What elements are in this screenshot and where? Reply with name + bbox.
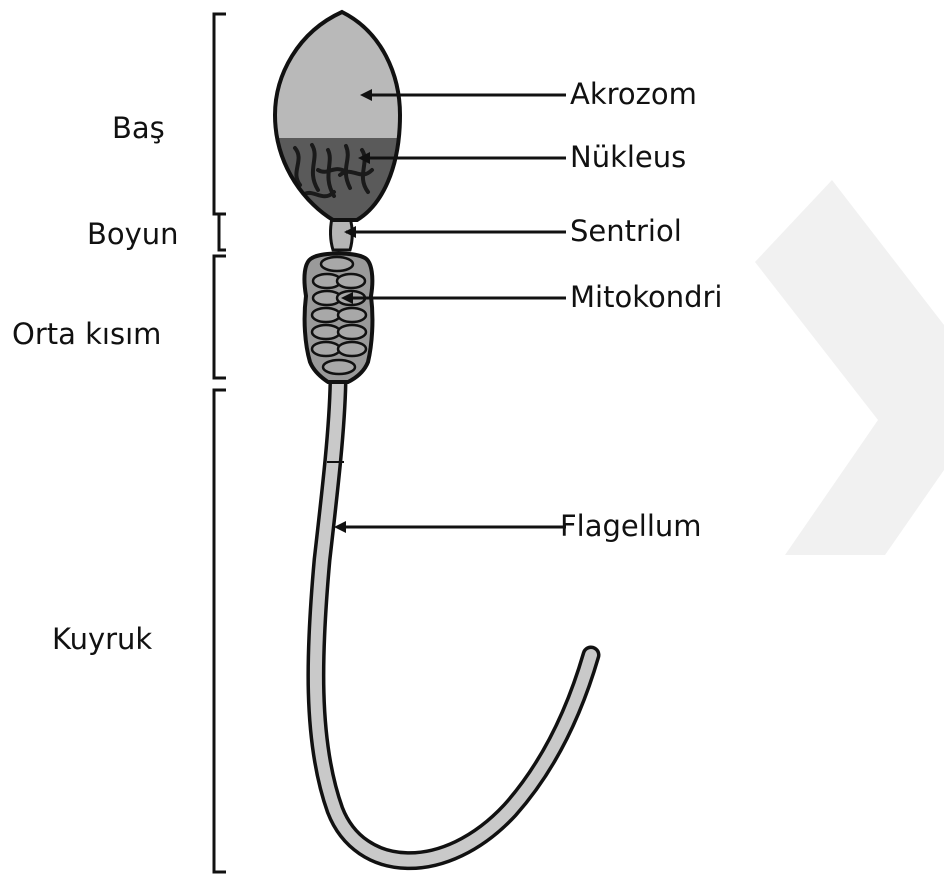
mitochondrion (338, 308, 366, 322)
region-brackets (214, 14, 226, 872)
mitochondrion (312, 325, 340, 339)
region-label-boyun: Boyun (87, 220, 179, 249)
mitochondrion (323, 360, 355, 374)
mitochondrion (312, 308, 340, 322)
mitochondrion (338, 325, 366, 339)
region-label-bas: Baş (112, 114, 165, 143)
bas-bracket (214, 14, 226, 214)
watermark-chevron (755, 180, 944, 555)
part-label-sentriol: Sentriol (570, 217, 682, 246)
region-label-orta-kisim: Orta kısım (12, 320, 161, 349)
part-label-nukleus: Nükleus (570, 143, 686, 172)
boyun-bracket (219, 214, 226, 250)
kuyruk-bracket (214, 390, 226, 872)
mitochondrion (337, 274, 365, 288)
mitochondrion (312, 342, 340, 356)
orta-kisim-bracket (214, 256, 226, 378)
part-label-flagellum: Flagellum (560, 512, 702, 541)
mitochondrion (338, 342, 366, 356)
region-label-kuyruk: Kuyruk (52, 625, 152, 654)
mitochondrion (321, 257, 353, 271)
tail-outline (316, 382, 591, 861)
part-label-akrozom: Akrozom (570, 80, 697, 109)
head (270, 8, 410, 228)
tail-fill (316, 382, 591, 861)
acrosome (270, 8, 410, 140)
arrowhead (334, 521, 346, 533)
part-label-mitokondri: Mitokondri (570, 283, 722, 312)
